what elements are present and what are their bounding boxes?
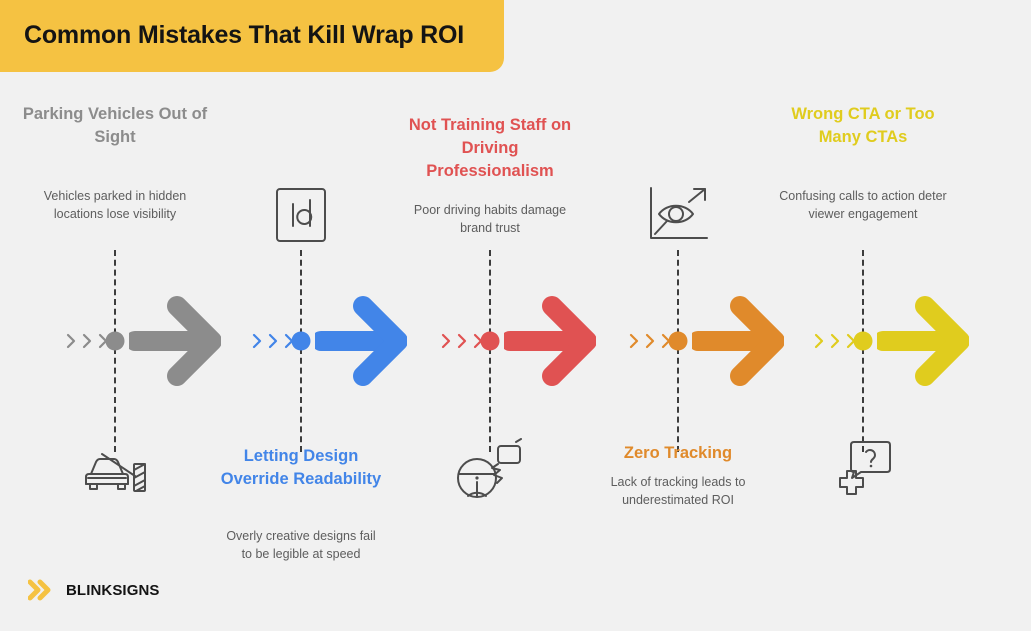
arrow-right-icon [877, 296, 969, 386]
page-title: Common Mistakes That Kill Wrap ROI [24, 21, 465, 50]
step-3-chevrons [441, 333, 484, 349]
step-2-description: Overly creative designs fail to be legib… [226, 529, 376, 561]
step-2-description-block: Overly creative designs fail to be legib… [198, 528, 404, 564]
step-1-description: Vehicles parked in hidden locations lose… [43, 189, 187, 221]
step-4-dashed-line [677, 250, 679, 452]
step-5-heading-block: Wrong CTA or Too Many CTAs [760, 103, 966, 149]
arrow-right-icon [504, 296, 596, 386]
step-5-heading: Wrong CTA or Too Many CTAs [791, 105, 935, 146]
question-bubble-plus-icon [839, 441, 891, 495]
eye-analytics-chart-icon [650, 187, 708, 239]
arrow-right-icon [692, 296, 784, 386]
title-banner: Common Mistakes That Kill Wrap ROI [0, 0, 504, 72]
car-barrier-gate-icon [85, 453, 146, 492]
chevron-right-icon [82, 333, 92, 349]
step-3-marker-dot [480, 331, 500, 351]
step-3-description: Poor driving habits damage brand trust [413, 203, 567, 235]
brand-logo: BLINKSIGNS [28, 578, 160, 602]
step-5-dashed-line [862, 250, 864, 452]
step-1-arrow [129, 296, 221, 386]
step-3-arrow [504, 296, 596, 386]
step-2-heading-block: Letting Design Override Readability [198, 445, 404, 491]
step-3-heading-block: Not Training Staff on Driving Profession… [387, 114, 593, 182]
step-1-icon [78, 440, 152, 502]
step-2-arrow [315, 296, 407, 386]
step-4-marker-dot [668, 331, 688, 351]
chevron-right-icon [645, 333, 655, 349]
arrow-right-icon [129, 296, 221, 386]
indesign-id-icon [276, 188, 326, 242]
step-2-marker-dot [291, 331, 311, 351]
step-5-description: Confusing calls to action deter viewer e… [779, 189, 947, 221]
arrow-right-icon [315, 296, 407, 386]
step-3-description-block: Poor driving habits damage brand trust [387, 202, 593, 238]
steering-wheel-mirror-icon [457, 438, 522, 498]
step-4-heading: Zero Tracking [623, 444, 733, 462]
step-5-marker-dot [853, 331, 873, 351]
step-1-description-block: Vehicles parked in hidden locations lose… [12, 188, 218, 224]
step-4-chevrons [629, 333, 672, 349]
step-2-heading: Letting Design Override Readability [220, 447, 382, 488]
step-column-5: Wrong CTA or Too Many CTAs Confusing cal… [760, 0, 969, 631]
chevron-right-icon [457, 333, 467, 349]
step-column-3: Not Training Staff on Driving Profession… [387, 0, 596, 631]
step-4-description-block: Lack of tracking leads to underestimated… [575, 474, 781, 510]
step-column-2: Letting Design Override Readability Over… [198, 0, 407, 631]
step-3-heading: Not Training Staff on Driving Profession… [408, 116, 572, 180]
step-5-chevrons [814, 333, 857, 349]
chevron-right-icon [830, 333, 840, 349]
step-4-heading-block: Zero Tracking [575, 442, 781, 465]
step-column-1: Parking Vehicles Out of Sight Vehicles p… [12, 0, 221, 631]
chevron-right-icon [629, 333, 639, 349]
step-2-dashed-line [300, 250, 302, 452]
step-4-description: Lack of tracking leads to underestimated… [610, 475, 746, 507]
chevron-right-icon [66, 333, 76, 349]
brand-name: BLINKSIGNS [66, 581, 160, 599]
chevron-right-icon [441, 333, 451, 349]
step-1-chevrons [66, 333, 109, 349]
step-1-heading: Parking Vehicles Out of Sight [22, 105, 208, 146]
step-1-marker-dot [105, 331, 125, 351]
step-5-arrow [877, 296, 969, 386]
step-column-4: Zero Tracking Lack of tracking leads to … [575, 0, 784, 631]
step-4-arrow [692, 296, 784, 386]
step-5-description-block: Confusing calls to action deter viewer e… [760, 188, 966, 224]
step-5-icon [830, 434, 896, 500]
chevron-right-icon [252, 333, 262, 349]
step-3-dashed-line [489, 250, 491, 452]
step-4-icon [645, 184, 711, 246]
step-2-icon [274, 186, 328, 244]
chevron-right-icon [814, 333, 824, 349]
chevron-right-icon [268, 333, 278, 349]
step-3-icon [455, 438, 525, 502]
step-1-dashed-line [114, 250, 116, 452]
double-chevron-icon [28, 579, 51, 601]
step-2-chevrons [252, 333, 295, 349]
step-1-heading-block: Parking Vehicles Out of Sight [12, 103, 218, 149]
